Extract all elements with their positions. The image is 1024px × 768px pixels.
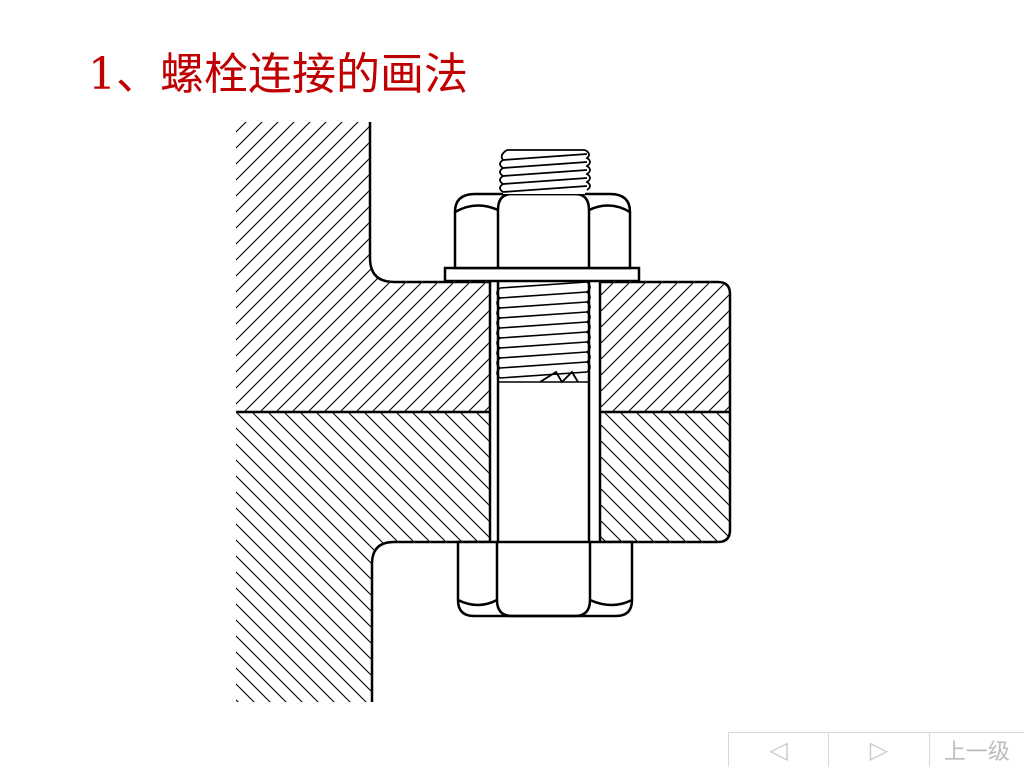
lower-plate-left-hatch	[236, 412, 490, 702]
top-nut	[453, 192, 632, 270]
slide-title: 1、螺栓连接的画法	[88, 49, 468, 100]
triangle-right-icon: ▷	[869, 736, 889, 764]
next-slide-button[interactable]: ▷	[828, 733, 929, 767]
triangle-left-icon: ◁	[769, 736, 788, 764]
previous-slide-button[interactable]: ◁	[728, 733, 829, 767]
upper-plate-right-hatch	[600, 282, 730, 412]
bolt-shank	[496, 282, 591, 542]
bolt-thread-section	[496, 281, 591, 384]
plate-outlines	[236, 122, 732, 702]
bolt-head	[456, 540, 634, 618]
washer	[443, 266, 641, 283]
up-level-button[interactable]: 上一级	[928, 733, 1024, 767]
slide-navigation: ◁ ▷ 上一级	[728, 732, 1024, 767]
bolt-thread-end	[499, 149, 591, 194]
lower-plate-right-hatch	[600, 412, 730, 542]
